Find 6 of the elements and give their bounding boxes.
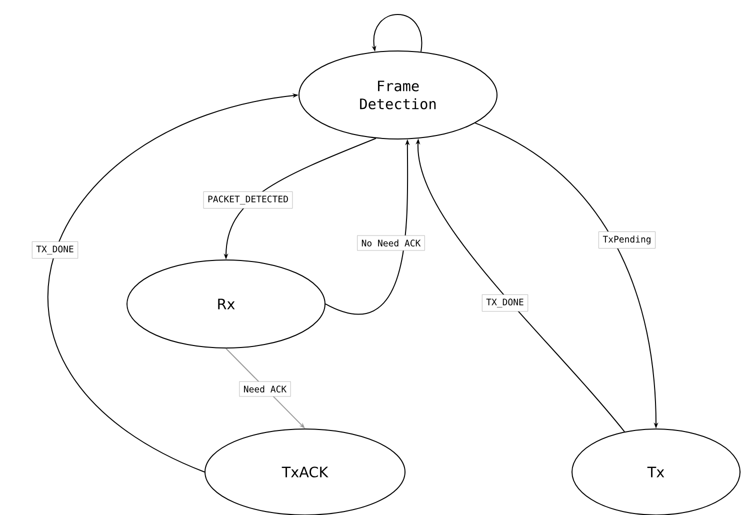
edge-label: TX_DONE [482,294,528,312]
edge-label: Need ACK [239,381,291,397]
edge-label: TxPending [598,231,656,249]
edge-label: PACKET_DETECTED [203,191,293,209]
edge-label: No Need ACK [357,235,425,251]
edge-label: TX_DONE [32,241,78,259]
